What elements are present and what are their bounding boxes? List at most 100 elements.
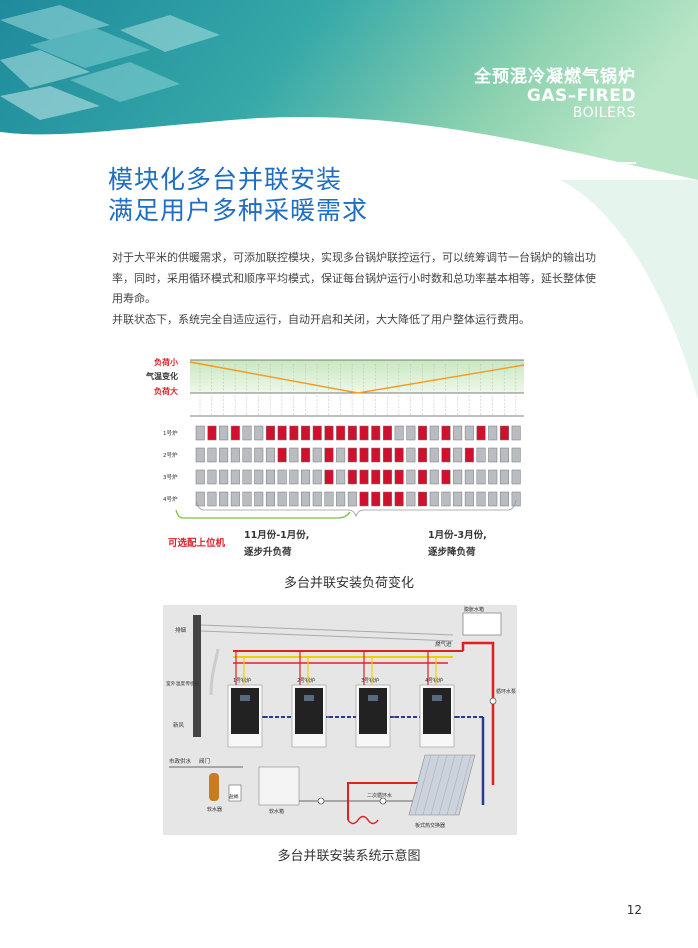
label-fresh-air: 新风	[173, 721, 185, 729]
boiler-cell-off	[453, 425, 463, 441]
label-secondary-loop: 二次循环水	[367, 792, 392, 799]
radiator-coil	[347, 815, 379, 825]
period1-line2: 逐步升负荷	[244, 546, 292, 558]
boiler-cell-on	[207, 425, 217, 441]
boiler-cell-off	[312, 447, 322, 463]
boiler-cell-on	[371, 447, 381, 463]
expansion-tank	[462, 612, 502, 636]
boiler-cell-off	[219, 425, 229, 441]
boiler-cell-off	[301, 469, 311, 485]
feed-pump-icon	[317, 797, 325, 805]
temperature-zone	[190, 360, 524, 393]
boiler-cell-off	[301, 491, 311, 507]
boiler-cell-off	[219, 469, 229, 485]
boiler-cell-off	[511, 425, 521, 441]
label-outdoor-sensor: 室外温度传感器	[166, 680, 200, 687]
boiler-cell-on	[289, 425, 299, 441]
boiler-cell-on	[382, 491, 392, 507]
tile-pattern	[0, 5, 220, 120]
optional-controller-note: 可选配上位机	[168, 537, 226, 549]
load-curve	[189, 361, 525, 394]
label-temp-change: 气温变化	[145, 371, 178, 381]
soft-water-tank	[258, 766, 300, 806]
boiler-cell-off	[265, 469, 275, 485]
boiler-row-label: 4号炉	[163, 495, 178, 503]
plate-heat-exchanger	[408, 754, 476, 816]
boiler-cell-off	[499, 447, 509, 463]
label-load-small: 负荷小	[154, 357, 178, 367]
boiler-label: 3号锅炉	[361, 677, 379, 684]
boiler-cell-off	[511, 469, 521, 485]
boiler-cell-off	[336, 447, 346, 463]
period-brace	[195, 499, 517, 518]
boiler-cell-on	[301, 425, 311, 441]
boiler-cell-on	[324, 447, 334, 463]
boiler-cell-off	[453, 447, 463, 463]
label-plate-hx: 板式热交换器	[415, 822, 445, 829]
boiler-unit: 2号锅炉	[291, 651, 332, 748]
boiler-cell-on	[371, 425, 381, 441]
boiler-cell-on	[301, 447, 311, 463]
boiler-label: 1号锅炉	[233, 677, 251, 684]
boiler-cell-on	[418, 469, 428, 485]
boiler-unit: 3号锅炉	[355, 651, 396, 748]
boiler-cell-off	[406, 469, 416, 485]
period2-line1: 1月份-3月份,	[428, 529, 487, 541]
boiler-cell-off	[195, 425, 205, 441]
body-text: 对于大平米的供暖需求，可添加联控模块，实现多台锅炉联控运行，可以统筹调节一台锅炉…	[112, 248, 596, 330]
label-soft-tank: 软水箱	[269, 808, 284, 815]
boiler-cell-on	[336, 425, 346, 441]
boiler-label: 4号锅炉	[425, 677, 443, 684]
boiler-cell-off	[277, 469, 287, 485]
boiler-cell-off	[499, 469, 509, 485]
boiler-cell-on	[418, 425, 428, 441]
boiler-cell-off	[488, 447, 498, 463]
boiler-cell-off	[441, 491, 451, 507]
boiler-cell-on	[359, 425, 369, 441]
header-background	[0, 0, 698, 180]
boiler-cell-on	[277, 447, 287, 463]
boiler-cell-off	[406, 447, 416, 463]
boiler-cell-on	[464, 447, 474, 463]
brand-chinese: 全预混冷凝燃气锅炉	[474, 67, 636, 87]
boiler-cell-on	[382, 447, 392, 463]
boiler-cell-off	[511, 447, 521, 463]
boiler-cell-on	[382, 425, 392, 441]
boiler-cell-off	[242, 425, 252, 441]
brand-english-line2: BOILERS	[572, 105, 636, 121]
boiler-cell-on	[441, 447, 451, 463]
caption-system-diagram: 多台并联安装系统示意图	[277, 849, 421, 864]
boiler-cell-off	[254, 491, 264, 507]
label-exhaust: 排烟	[175, 626, 187, 634]
boiler-cell-off	[312, 469, 322, 485]
boiler-cell-off	[242, 447, 252, 463]
boiler-cell-on	[371, 491, 381, 507]
boiler-cell-on	[324, 425, 334, 441]
boiler-cell-off	[476, 469, 486, 485]
boiler-cell-off	[289, 447, 299, 463]
chimney	[193, 615, 201, 737]
boiler-cell-off	[289, 469, 299, 485]
boiler-cell-off	[394, 425, 404, 441]
boiler-cell-on	[394, 469, 404, 485]
boiler-cell-off	[336, 491, 346, 507]
boiler-cell-off	[219, 447, 229, 463]
boiler-cell-off	[195, 491, 205, 507]
label-expansion-tank: 膨胀水箱	[464, 606, 484, 613]
boiler-cell-off	[488, 491, 498, 507]
boiler-cell-off	[429, 447, 439, 463]
boiler-cell-off	[406, 425, 416, 441]
circulation-pump-icon	[489, 697, 497, 705]
boiler-cell-on	[324, 469, 334, 485]
boiler-cell-off	[464, 425, 474, 441]
boiler-cell-on	[230, 425, 240, 441]
page-number: 12	[626, 903, 642, 917]
boiler-cell-off	[499, 491, 509, 507]
brand-english-line1: GAS–FIRED	[526, 86, 636, 106]
label-pump: 循环水泵	[496, 688, 516, 695]
boiler-cell-on	[476, 425, 486, 441]
softener-icon	[209, 773, 219, 801]
boiler-row-label: 3号炉	[163, 473, 178, 481]
